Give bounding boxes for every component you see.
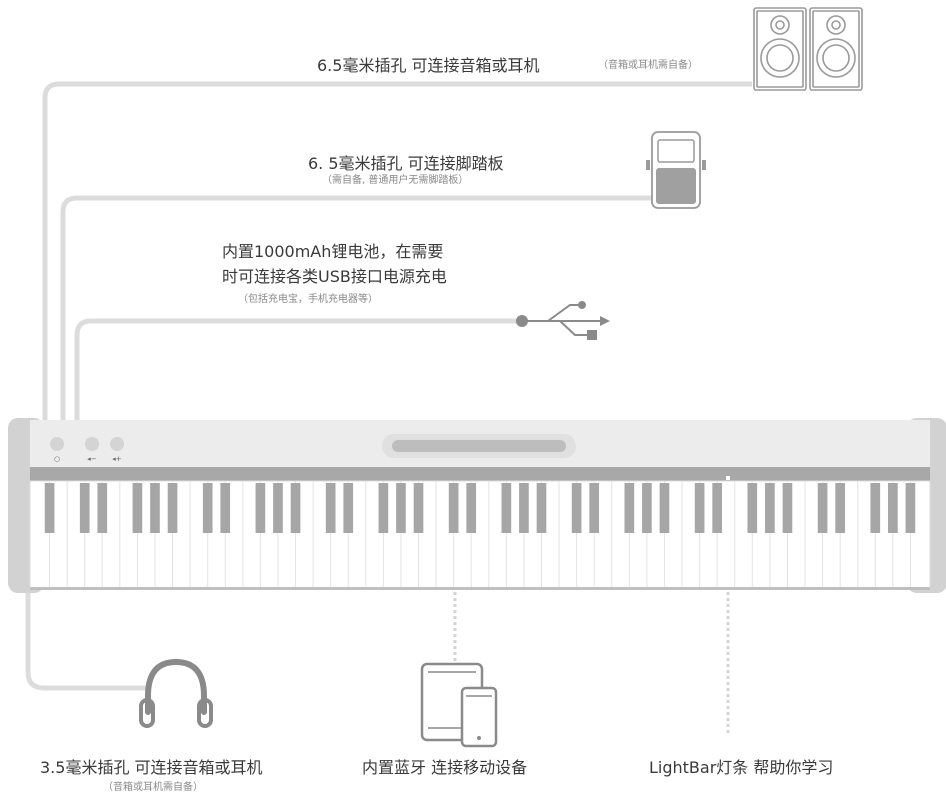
speaker-jack-label: 6.5毫米插孔 可连接音箱或耳机 xyxy=(317,56,540,75)
black-key xyxy=(466,483,477,533)
black-key xyxy=(150,483,160,533)
black-key xyxy=(712,483,723,533)
pedal-icon xyxy=(646,131,706,209)
black-keys xyxy=(44,483,916,533)
battery-label-line2: 时可连接各类USB接口电源充电 xyxy=(222,267,447,286)
black-key xyxy=(132,483,143,533)
black-key xyxy=(396,483,406,533)
black-key xyxy=(589,483,600,533)
black-key xyxy=(624,483,635,533)
black-key xyxy=(448,483,459,533)
headphone-cable xyxy=(25,585,150,691)
volume-down-label: ◂− xyxy=(87,455,97,463)
headphone-jack-label: 3.5毫米插孔 可连接音箱或耳机 xyxy=(40,758,263,777)
black-key xyxy=(782,483,793,533)
black-key xyxy=(343,483,354,533)
mobile-devices-icon xyxy=(420,662,498,748)
black-key xyxy=(220,483,231,533)
black-key xyxy=(325,483,336,533)
black-key xyxy=(694,483,705,533)
usb-cable xyxy=(74,318,520,425)
volume-up-label: ◂+ xyxy=(112,455,122,463)
black-key xyxy=(817,483,828,533)
black-key xyxy=(44,483,55,533)
usb-icon xyxy=(516,301,610,340)
bluetooth-label: 内置蓝牙 连接移动设备 xyxy=(362,758,528,777)
black-key xyxy=(167,483,178,533)
black-key xyxy=(888,483,898,533)
battery-note: （包括充电宝，手机充电器等） xyxy=(238,294,378,305)
headphone-jack-note: （音箱或耳机需自备） xyxy=(103,782,203,793)
black-key xyxy=(413,483,424,533)
black-key xyxy=(97,483,108,533)
black-key xyxy=(501,483,512,533)
black-key xyxy=(747,483,758,533)
pedal-jack-label: 6. 5毫米插孔 可连接脚踏板 xyxy=(308,154,504,173)
black-key xyxy=(79,483,90,533)
speaker-jack-note: （音箱或耳机需自备） xyxy=(598,60,698,71)
pedal-cable xyxy=(60,195,652,425)
black-key xyxy=(519,483,529,533)
black-key xyxy=(255,483,266,533)
lightbar-label: LightBar灯条 帮助你学习 xyxy=(649,758,834,777)
black-key xyxy=(571,483,582,533)
headphones-icon xyxy=(139,658,213,728)
black-key xyxy=(642,483,652,533)
black-key xyxy=(378,483,389,533)
black-key xyxy=(905,483,916,533)
black-key xyxy=(835,483,845,533)
speaker-icon xyxy=(753,7,863,91)
black-key xyxy=(202,483,213,533)
black-key xyxy=(659,483,670,533)
black-key xyxy=(290,483,301,533)
black-key xyxy=(536,483,547,533)
battery-label-line1: 内置1000mAh锂电池，在需要 xyxy=(222,242,444,261)
keyboard-body: ○ ◂− ◂+ xyxy=(8,418,946,593)
speaker-cable xyxy=(42,81,752,425)
power-label: ○ xyxy=(54,455,60,463)
black-key xyxy=(870,483,881,533)
black-key xyxy=(765,483,775,533)
black-key xyxy=(273,483,283,533)
pedal-jack-note: （需自备, 普通用户无需脚踏板） xyxy=(322,175,469,186)
